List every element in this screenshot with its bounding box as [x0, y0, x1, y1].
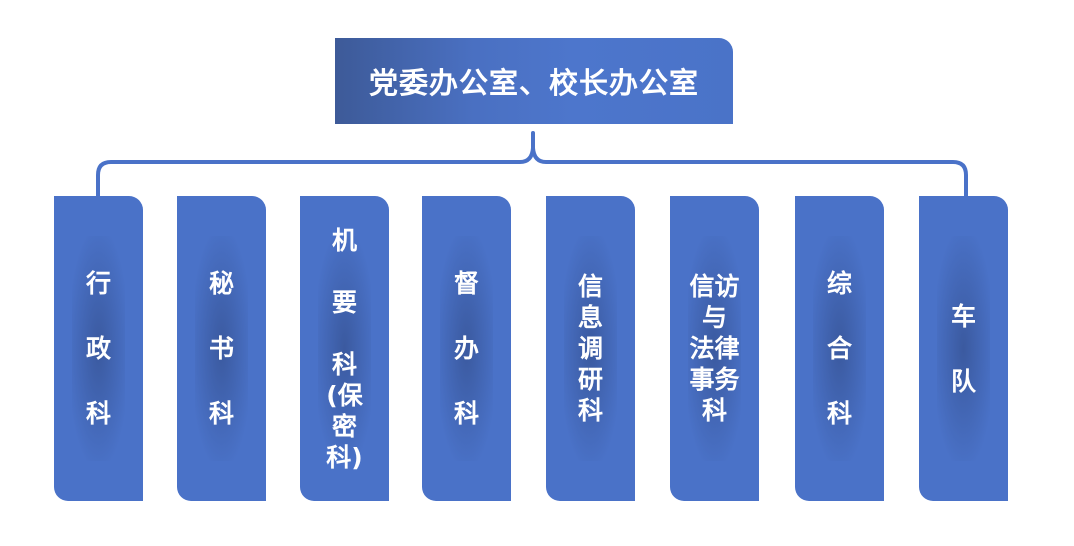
child-label-xinxi: 信 息 调 研 科	[577, 272, 603, 425]
child-node-zonghe: 综 合 科	[795, 196, 884, 501]
root-node: 党委办公室、校长办公室	[335, 38, 733, 124]
child-node-duban: 督 办 科	[422, 196, 511, 501]
child-node-xinfang: 信访 与 法律 事务 科	[670, 196, 759, 501]
child-label-jiyao: 机 要 科 (保 密 科)	[326, 225, 363, 472]
connector-brace-path	[96, 131, 968, 198]
child-label-zonghe: 综 合 科	[826, 269, 852, 428]
child-label-chedui: 车 队	[950, 301, 976, 396]
child-label-xingzheng: 行 政 科	[85, 269, 111, 428]
child-label-duban: 督 办 科	[453, 269, 479, 428]
child-node-xinxi: 信 息 调 研 科	[546, 196, 635, 501]
child-label-xinfang: 信访 与 法律 事务 科	[689, 272, 740, 425]
child-node-chedui: 车 队	[919, 196, 1008, 501]
child-node-xingzheng: 行 政 科	[54, 196, 143, 501]
child-node-jiyao: 机 要 科 (保 密 科)	[300, 196, 389, 501]
root-node-label: 党委办公室、校长办公室	[368, 66, 699, 100]
child-node-mishu: 秘 书 科	[177, 196, 266, 501]
child-label-mishu: 秘 书 科	[208, 269, 234, 428]
